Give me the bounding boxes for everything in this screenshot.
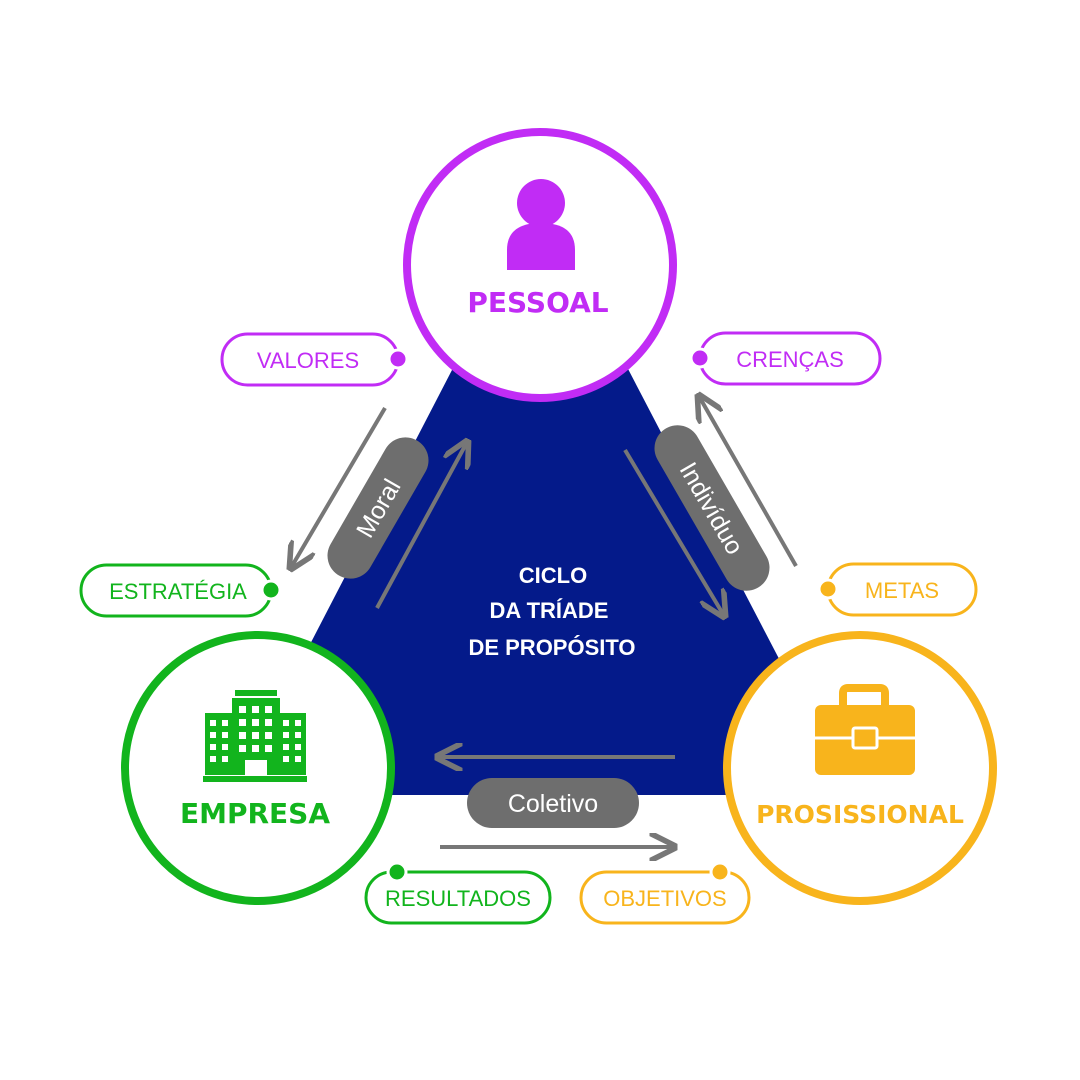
tag-crencas-dot [689, 347, 711, 369]
tag-estrategia-label: ESTRATÉGIA [109, 579, 247, 604]
tag-objetivos: OBJETIVOS [579, 861, 751, 925]
building-icon [203, 690, 307, 782]
tag-crencas-label: CRENÇAS [736, 347, 844, 372]
node-profissional: PROSISSIONAL [723, 631, 997, 905]
tag-objetivos-dot [709, 861, 731, 883]
tag-valores: VALORES [220, 332, 409, 387]
center-title-line-3: DE PROPÓSITO [468, 635, 635, 660]
node-profissional-label: PROSISSIONAL [756, 800, 964, 829]
arrow-metas-to-crencas [700, 398, 798, 567]
tag-objetivos-label: OBJETIVOS [603, 886, 726, 911]
center-title-line-1: CICLO [519, 563, 587, 588]
tag-valores-label: VALORES [257, 348, 359, 373]
node-empresa-label: EMPRESA [180, 797, 330, 830]
pill-coletivo-label: Coletivo [508, 790, 598, 818]
node-pessoal-label: PESSOAL [467, 286, 608, 319]
tag-resultados-label: RESULTADOS [385, 886, 531, 911]
briefcase-icon [815, 684, 915, 775]
center-title-line-2: DA TRÍADE [490, 598, 609, 623]
tag-metas: METAS [817, 562, 978, 617]
center-triangle [232, 200, 850, 795]
arrow-pessoal-to-profissional [623, 448, 723, 614]
tag-resultados: RESULTADOS [364, 861, 552, 925]
pill-coletivo: Coletivo [467, 778, 639, 828]
tag-valores-dot [387, 348, 409, 370]
tag-metas-label: METAS [865, 578, 939, 603]
person-icon [507, 179, 575, 270]
tag-estrategia: ESTRATÉGIA [79, 563, 282, 618]
arrow-empresa-to-pessoal [375, 444, 466, 609]
tag-estrategia-dot [260, 579, 282, 601]
tag-crencas: CRENÇAS [689, 331, 882, 386]
tag-metas-dot [817, 578, 839, 600]
node-pessoal: PESSOAL [403, 128, 677, 402]
node-empresa: EMPRESA [121, 631, 395, 905]
arrow-valores-to-empresa [292, 406, 387, 566]
tag-resultados-dot [386, 861, 408, 883]
